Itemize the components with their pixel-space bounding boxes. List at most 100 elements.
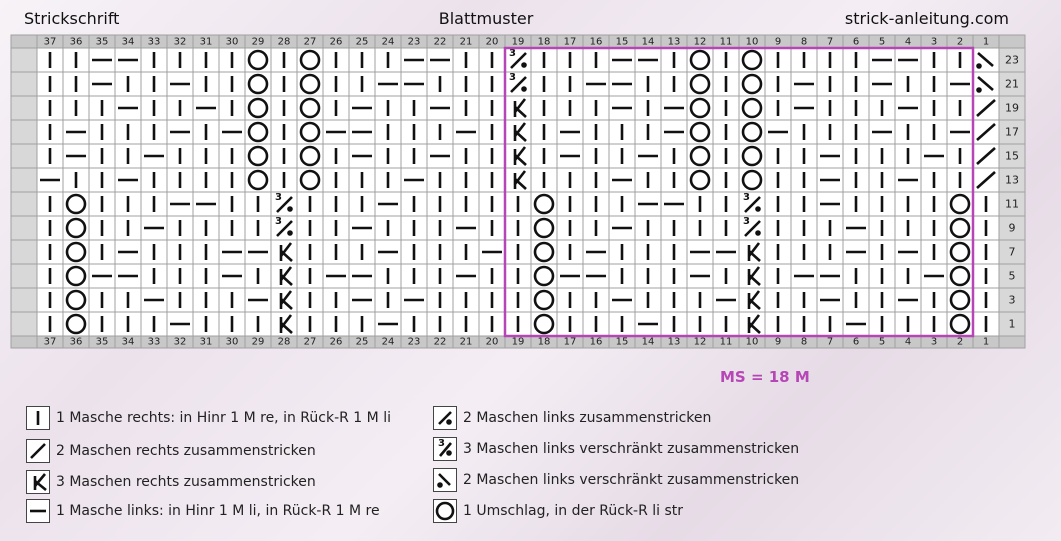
col-number-bottom: 17 [564, 337, 577, 348]
col-number-top: 36 [70, 37, 83, 48]
col-number-top: 13 [668, 37, 681, 48]
col-number-bottom: 30 [226, 337, 239, 348]
stitch-cell [279, 266, 293, 286]
stitch-cell: 3 [509, 48, 527, 69]
col-number-bottom: 2 [957, 337, 963, 348]
k3tog-icon [26, 470, 50, 494]
col-number-bottom: 21 [460, 337, 473, 348]
col-number-top: 11 [720, 37, 733, 48]
stitch-cell [65, 193, 87, 215]
col-number-bottom: 14 [642, 337, 655, 348]
row-number: 7 [1009, 246, 1016, 259]
stitch-cell [741, 145, 763, 167]
stitch-cell [741, 169, 763, 191]
stitch-cell [247, 121, 269, 143]
stitch-cell [533, 217, 555, 239]
stitch-cell [65, 241, 87, 263]
col-number-bottom: 4 [905, 337, 911, 348]
row-number: 19 [1005, 102, 1019, 115]
col-number-bottom: 27 [304, 337, 317, 348]
col-number-bottom: 36 [70, 337, 83, 348]
col-number-top: 22 [434, 37, 447, 48]
stitch-cell [513, 146, 527, 166]
stitch-cell [976, 147, 996, 165]
col-number-bottom: 13 [668, 337, 681, 348]
col-number-top: 10 [746, 37, 759, 48]
col-number-bottom: 34 [122, 337, 135, 348]
knit-stitch-icon [26, 406, 50, 430]
col-number-bottom: 24 [382, 337, 395, 348]
stitch-cell [299, 49, 321, 71]
stitch-cell [533, 289, 555, 311]
legend-item: 1 Masche rechts: in Hinr 1 M re, in Rück… [26, 406, 391, 430]
col-number-bottom: 35 [96, 337, 109, 348]
stitch-cell [741, 73, 763, 95]
yarn-over-icon [433, 499, 457, 523]
stitch-cell [513, 122, 527, 142]
col-number-bottom: 11 [720, 337, 733, 348]
stitch-count: 3 [743, 216, 750, 227]
repeat-box [503, 46, 975, 338]
stitch-cell: 3 [743, 216, 761, 237]
stitch-count: 3 [743, 192, 750, 203]
col-number-top: 24 [382, 37, 395, 48]
col-number-top: 34 [122, 37, 135, 48]
col-number-top: 15 [616, 37, 629, 48]
col-number-top: 3 [931, 37, 937, 48]
stitch-cell: 3 [743, 192, 761, 213]
stitch-count: 3 [438, 438, 445, 449]
stitch-cell: 3 [275, 192, 293, 213]
stitch-cell [689, 121, 711, 143]
stitch-cell [689, 49, 711, 71]
col-number-top: 35 [96, 37, 109, 48]
row-number: 5 [1009, 270, 1016, 283]
col-number-bottom: 1 [983, 337, 989, 348]
stitch-cell [949, 265, 971, 287]
col-number-bottom: 3 [931, 337, 937, 348]
col-number-top: 23 [408, 37, 421, 48]
stitch-cell [65, 313, 87, 335]
stitch-cell [279, 290, 293, 310]
col-number-bottom: 32 [174, 337, 187, 348]
col-number-top: 12 [694, 37, 707, 48]
col-number-bottom: 22 [434, 337, 447, 348]
legend-item: 1 Masche links: in Hinr 1 M li, in Rück-… [26, 499, 380, 523]
col-number-bottom: 25 [356, 337, 369, 348]
legend-label: 3 Maschen rechts zusammenstricken [56, 474, 316, 490]
col-number-top: 1 [983, 37, 989, 48]
legend-label: 2 Maschen links verschränkt zusammenstri… [463, 472, 800, 488]
col-number-top: 2 [957, 37, 963, 48]
legend-label: 1 Umschlag, in der Rück-R li str [463, 503, 684, 519]
stitch-cell [976, 99, 996, 117]
stitch-cell [689, 169, 711, 191]
col-number-bottom: 6 [853, 337, 859, 348]
row-number: 13 [1005, 174, 1019, 187]
col-number-top: 20 [486, 37, 499, 48]
col-number-bottom: 5 [879, 337, 885, 348]
stitch-cell [299, 169, 321, 191]
col-number-bottom: 15 [616, 337, 629, 348]
col-number-top: 27 [304, 37, 317, 48]
legend-item: 3 Maschen rechts zusammenstricken [26, 470, 316, 494]
col-number-top: 28 [278, 37, 291, 48]
col-number-top: 14 [642, 37, 655, 48]
site-name: strick-anleitung.com [844, 9, 1009, 28]
stitch-cell [747, 242, 761, 262]
legend-item: 2 Maschen rechts zusammenstricken [26, 439, 316, 463]
col-number-top: 4 [905, 37, 911, 48]
stitch-cell [247, 49, 269, 71]
col-number-bottom: 7 [827, 337, 833, 348]
stitch-cell [741, 97, 763, 119]
stitch-cell [976, 171, 996, 189]
row-number: 9 [1009, 222, 1016, 235]
pattern-title: Blattmuster [438, 9, 534, 28]
stitch-cell [65, 217, 87, 239]
col-number-bottom: 20 [486, 337, 499, 348]
col-number-top: 9 [775, 37, 781, 48]
stitch-cell [747, 314, 761, 334]
col-number-top: 32 [174, 37, 187, 48]
stitch-cell [949, 217, 971, 239]
p2tog-icon [433, 406, 457, 430]
stitch-cell: 3 [275, 216, 293, 237]
